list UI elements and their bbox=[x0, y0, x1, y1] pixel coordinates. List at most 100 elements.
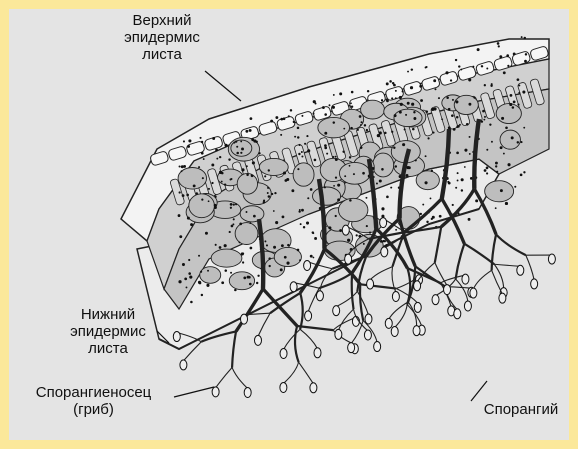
chloroplast-dot bbox=[460, 69, 462, 71]
hypha-branch bbox=[496, 234, 526, 255]
chloroplast-dot bbox=[514, 186, 516, 188]
chloroplast-dot bbox=[524, 60, 527, 63]
chloroplast-dot bbox=[424, 181, 427, 184]
chloroplast-dot bbox=[498, 45, 500, 47]
chloroplast-dot bbox=[486, 149, 488, 151]
hypha-branch bbox=[232, 368, 248, 389]
sporangium-mark bbox=[444, 285, 451, 295]
chloroplast-dot bbox=[512, 106, 515, 109]
chloroplast-dot bbox=[270, 120, 273, 123]
chloroplast-dot bbox=[183, 140, 185, 142]
chloroplast-dot bbox=[469, 153, 471, 155]
sporangium-mark bbox=[342, 225, 349, 235]
diagram-frame: Верхний эпидермис листа Нижний эпидермис… bbox=[9, 9, 569, 440]
chloroplast-dot bbox=[521, 36, 523, 38]
chloroplast-dot bbox=[230, 203, 233, 206]
chloroplast-dot bbox=[484, 84, 486, 86]
chloroplast-dot bbox=[351, 91, 354, 94]
chloroplast-dot bbox=[230, 272, 232, 274]
chloroplast-dot bbox=[461, 178, 464, 181]
chloroplast-dot bbox=[250, 117, 253, 120]
chloroplast-dot bbox=[310, 255, 313, 258]
chloroplast-dot bbox=[376, 183, 378, 185]
chloroplast-dot bbox=[240, 141, 242, 143]
chloroplast-dot bbox=[206, 284, 209, 287]
chloroplast-dot bbox=[225, 269, 228, 272]
chloroplast-dot bbox=[522, 91, 525, 94]
chloroplast-dot bbox=[431, 108, 434, 111]
chloroplast-dot bbox=[452, 204, 454, 206]
chloroplast-dot bbox=[198, 166, 200, 168]
hypha-branch bbox=[526, 255, 534, 280]
chloroplast-dot bbox=[474, 97, 476, 99]
chloroplast-dot bbox=[392, 82, 394, 84]
chloroplast-dot bbox=[246, 165, 248, 167]
label-line: (гриб) bbox=[11, 401, 176, 418]
chloroplast-dot bbox=[453, 128, 456, 131]
chloroplast-dot bbox=[448, 108, 451, 111]
chloroplast-dot bbox=[307, 149, 310, 152]
mesophyll-cell bbox=[339, 162, 370, 184]
chloroplast-dot bbox=[413, 111, 415, 113]
chloroplast-dot bbox=[472, 66, 474, 68]
chloroplast-dot bbox=[187, 217, 190, 220]
chloroplast-dot bbox=[402, 143, 405, 146]
chloroplast-dot bbox=[413, 117, 416, 120]
sporangium-mark bbox=[432, 295, 439, 305]
chloroplast-dot bbox=[268, 257, 270, 259]
chloroplast-dot bbox=[297, 136, 299, 138]
chloroplast-dot bbox=[523, 171, 525, 173]
chloroplast-dot bbox=[506, 54, 509, 57]
chloroplast-dot bbox=[212, 137, 215, 140]
chloroplast-dot bbox=[477, 48, 480, 51]
chloroplast-dot bbox=[386, 99, 388, 101]
chloroplast-dot bbox=[235, 203, 237, 205]
chloroplast-dot bbox=[486, 172, 488, 174]
chloroplast-dot bbox=[275, 221, 278, 224]
chloroplast-dot bbox=[266, 244, 268, 246]
chloroplast-dot bbox=[187, 145, 190, 148]
chloroplast-dot bbox=[267, 192, 269, 194]
chloroplast-dot bbox=[241, 168, 244, 171]
chloroplast-dot bbox=[239, 223, 242, 226]
sporangium-mark bbox=[316, 291, 323, 301]
chloroplast-dot bbox=[235, 140, 237, 142]
chloroplast-dot bbox=[344, 175, 346, 177]
sporangium-mark bbox=[548, 254, 555, 264]
chloroplast-dot bbox=[461, 189, 463, 191]
hypha-branch bbox=[494, 264, 503, 288]
chloroplast-dot bbox=[280, 118, 283, 121]
chloroplast-dot bbox=[324, 144, 327, 147]
chloroplast-dot bbox=[312, 231, 314, 233]
chloroplast-dot bbox=[464, 166, 466, 168]
chloroplast-dot bbox=[263, 199, 265, 201]
label-upper-epidermis: Верхний эпидермис листа bbox=[107, 12, 217, 63]
chloroplast-dot bbox=[347, 239, 350, 242]
chloroplast-dot bbox=[399, 96, 402, 99]
chloroplast-dot bbox=[231, 225, 234, 228]
chloroplast-dot bbox=[246, 211, 248, 213]
chloroplast-dot bbox=[367, 90, 369, 92]
hypha-branch bbox=[360, 284, 396, 288]
chloroplast-dot bbox=[186, 286, 188, 288]
chloroplast-dot bbox=[280, 268, 283, 271]
chloroplast-dot bbox=[369, 231, 371, 233]
chloroplast-dot bbox=[456, 151, 459, 154]
sporangium-mark bbox=[374, 342, 381, 352]
sporangium-mark bbox=[462, 274, 469, 284]
sporangium-mark bbox=[173, 331, 180, 341]
chloroplast-dot bbox=[215, 244, 217, 246]
chloroplast-dot bbox=[300, 223, 302, 225]
chloroplast-dot bbox=[294, 136, 296, 138]
chloroplast-dot bbox=[505, 202, 508, 205]
chloroplast-dot bbox=[366, 129, 368, 131]
chloroplast-dot bbox=[507, 65, 509, 67]
chloroplast-dot bbox=[243, 277, 246, 280]
chloroplast-dot bbox=[448, 126, 451, 129]
sporangium-mark bbox=[310, 383, 317, 393]
mesophyll-cell bbox=[313, 187, 341, 205]
chloroplast-dot bbox=[333, 94, 335, 96]
chloroplast-dot bbox=[517, 141, 519, 143]
chloroplast-dot bbox=[230, 207, 232, 209]
chloroplast-dot bbox=[324, 147, 327, 150]
